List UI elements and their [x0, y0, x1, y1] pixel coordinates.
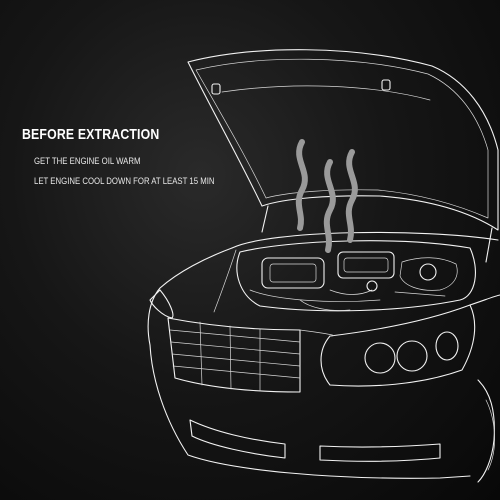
step-item: GET THE ENGINE OIL WARM: [34, 156, 141, 167]
heading: BEFORE EXTRACTION: [22, 126, 160, 143]
step-item: LET ENGINE COOL DOWN FOR AT LEAST 15 MIN: [34, 176, 215, 187]
open-hood: [187, 49, 499, 263]
step-list: GET THE ENGINE OIL WARM LET ENGINE COOL …: [34, 155, 215, 195]
engine-bay: [236, 240, 476, 312]
steam-icon: [295, 139, 358, 253]
car-body: [147, 231, 500, 483]
